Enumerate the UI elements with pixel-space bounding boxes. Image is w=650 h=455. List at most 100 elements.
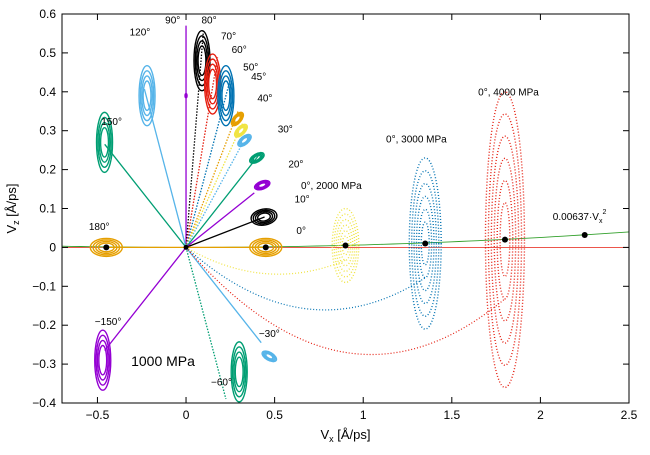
x-axis-title-sub: x (329, 434, 334, 444)
run--30-loop-0 (261, 350, 278, 363)
run-0-loop-2 (254, 240, 278, 255)
y-tick-label-1: −0.3 (32, 357, 56, 371)
angle-label-80: 80° (202, 16, 217, 27)
hp-2-loop-5 (499, 201, 511, 278)
run--60-loop-2 (233, 351, 246, 393)
angle-label-20: 20° (288, 160, 303, 171)
run-120-loop-1 (139, 70, 155, 122)
hp-2-loop-3 (493, 157, 517, 322)
run-180-loop-3 (97, 242, 115, 253)
run-30-ray (185, 151, 262, 248)
y-axis-title-sub: z (11, 220, 21, 225)
y-axis-title: Vz [Å/ps] (4, 183, 21, 233)
run-70-loop-1 (205, 58, 220, 110)
run-180-loop-1 (92, 239, 121, 256)
run-60-loop-3 (221, 80, 231, 112)
run-40-ray (185, 142, 244, 248)
run--150-ray (104, 246, 187, 351)
angle-label-50: 50° (243, 62, 258, 73)
y-axis-title-main: V (4, 225, 19, 234)
hp-0-loop-2 (335, 218, 356, 273)
x-tick-label-3: 1 (360, 408, 367, 422)
angle-label-120: 120° (130, 27, 151, 38)
x-tick-label-6: 2.5 (621, 408, 638, 422)
angle-label--30: −30° (259, 329, 280, 340)
run--60-ray (185, 247, 227, 400)
plot-area (62, 25, 629, 403)
hp-0-loop-5 (341, 235, 350, 256)
y-tick-label-3: −0.1 (32, 279, 56, 293)
run-70-ray (185, 57, 219, 248)
annotations: 90°80°70°60°50°45°40°30°20°10°0°120°150°… (89, 16, 607, 389)
y-tick-label-8: 0.4 (39, 85, 56, 99)
x-tick-label-0: −0.5 (86, 408, 110, 422)
run-60-loop-1 (218, 70, 234, 122)
run--30-loop-3 (265, 353, 274, 360)
run-60-loop-0 (217, 64, 235, 127)
x-tick-label-1: 0 (183, 408, 190, 422)
run-80-loop-3 (197, 45, 207, 77)
run-10-loop-2 (254, 210, 274, 224)
centre-point-1 (342, 242, 349, 249)
pressure-run-label-2: 0°, 4000 MPa (478, 88, 539, 99)
run-80-loop-1 (194, 35, 210, 87)
run--30-ray (185, 246, 262, 344)
y-tick-label-7: 0.3 (39, 124, 56, 138)
fit-label-sup: 2 (602, 209, 606, 216)
run-10-loop-1 (252, 209, 276, 225)
angle-label-0: 0° (296, 226, 306, 237)
run--30-loop-1 (262, 351, 276, 362)
run-0-loop-1 (251, 239, 280, 256)
pressure-label: 1000 MPa (131, 353, 195, 369)
pressure-run-label-1: 0°, 3000 MPa (386, 134, 447, 145)
run-80-ray (185, 28, 205, 248)
angle-label-40: 40° (257, 94, 272, 105)
run-120-loop-3 (142, 80, 152, 112)
run-20-ray (185, 192, 255, 248)
centre-point-3 (501, 236, 508, 243)
hp-0-loop-4 (339, 229, 352, 261)
run-40-loop-3 (240, 136, 249, 145)
run-120-loop-0 (138, 64, 156, 127)
run-50-loop-3 (233, 115, 242, 123)
run-150-ray (104, 143, 187, 248)
run-150-loop-0 (95, 111, 114, 174)
run-0-loop-3 (257, 242, 275, 253)
run-10-loop-0 (250, 208, 278, 226)
hp-2-approach (185, 247, 506, 356)
run-20-loop-3 (257, 182, 267, 189)
y-axis-title-unit: [Å/ps] (4, 183, 19, 220)
run-45-loop-2 (236, 125, 246, 136)
y-tick-label-10: 0.6 (39, 7, 56, 21)
run-50-loop-2 (232, 113, 243, 125)
run-120-loop-2 (141, 75, 154, 117)
hp-2-loop-1 (487, 113, 523, 366)
hp-1-loop-2 (413, 182, 438, 305)
run-180-loop-0 (89, 237, 123, 258)
angle-label-150: 150° (101, 117, 122, 128)
angle-label-30: 30° (278, 125, 293, 136)
hp-0-loop-0 (331, 207, 360, 284)
angle-label-60: 60° (232, 45, 247, 56)
x-axis-title: Vx [Å/ps] (320, 427, 370, 444)
angle-label--60: −60° (211, 377, 232, 388)
hp-0-loop-3 (337, 224, 354, 267)
hp-0-approach (185, 246, 346, 275)
run-30-loop-3 (252, 154, 262, 162)
run-90-loop-3 (184, 94, 188, 98)
run-10-ray (185, 216, 265, 249)
run--150-loop-0 (94, 329, 112, 391)
run--150-loop-2 (96, 339, 109, 381)
hp-1-approach (185, 246, 426, 311)
y-tick-label-4: 0 (49, 240, 56, 254)
y-tick-label-2: −0.2 (32, 318, 56, 332)
y-tick-label-0: −0.4 (32, 396, 56, 410)
run-60-loop-2 (219, 75, 232, 117)
hp-2-loop-0 (484, 91, 526, 389)
x-tick-label-4: 1.5 (443, 408, 460, 422)
run-150-loop-1 (97, 116, 112, 168)
x-axis-title-main: V (320, 427, 329, 442)
hp-1-loop-1 (410, 170, 440, 317)
hp-1-loop-3 (415, 195, 435, 292)
